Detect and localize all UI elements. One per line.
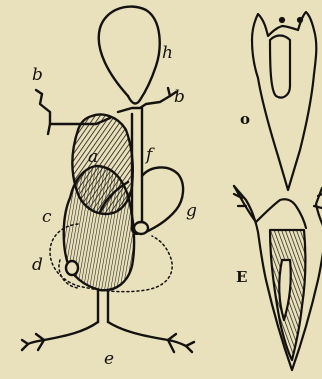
label-h: h — [162, 43, 173, 63]
label-g: g — [186, 201, 197, 221]
body-a — [72, 115, 132, 214]
stem-e — [98, 290, 108, 322]
label-a: a — [88, 147, 98, 167]
label-c: c — [42, 207, 52, 227]
root-e — [28, 322, 186, 346]
pouch-g — [142, 167, 183, 232]
label-o: o — [240, 110, 250, 128]
label-E: E — [236, 268, 247, 286]
pouch-g-opening — [134, 222, 148, 234]
label-d: d — [32, 255, 43, 275]
body-c-oval — [66, 261, 78, 275]
label-e: e — [104, 349, 114, 369]
label-f: f — [144, 145, 155, 165]
label-b-right: b — [174, 87, 185, 107]
label-b-left: b — [32, 65, 43, 85]
vesicle-h-stalk — [128, 96, 140, 103]
vesicle-h — [99, 7, 160, 100]
figure-o — [252, 12, 316, 190]
